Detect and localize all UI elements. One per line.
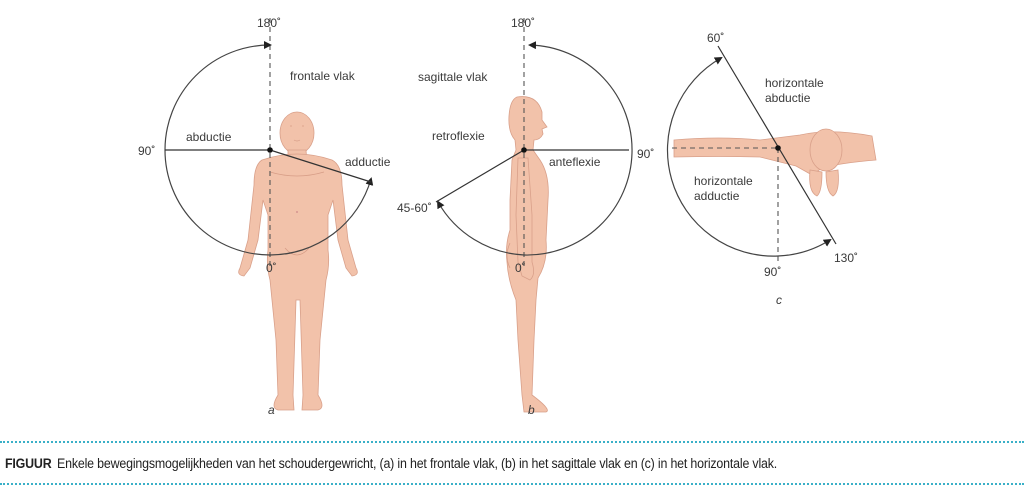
angle-0-label: 0˚ [515, 261, 526, 275]
angle-180-label: 180˚ [511, 16, 535, 30]
anteflexion-label: anteflexie [549, 155, 601, 169]
body-front-illustration [238, 111, 358, 411]
caption-text: Enkele bewegingsmogelijkheden van het sc… [57, 456, 778, 471]
adduction-label: adductie [345, 155, 391, 169]
horizontal-abduction-label-2: abductie [765, 91, 811, 105]
anteflexion-arc [523, 41, 633, 256]
angle-90-label: 90˚ [138, 144, 155, 158]
panel-letter-a: a [268, 403, 275, 417]
body-top-illustration [673, 128, 877, 197]
shoulder-movement-figure: 180˚ 90˚ 0˚ frontale vlak abductie adduc… [138, 16, 877, 417]
angle-130-label: 130˚ [834, 251, 858, 265]
horizontal-adduction-arc [666, 57, 779, 257]
horizontal-adduction-label-1: horizontale [694, 174, 753, 188]
panel-letter-c: c [776, 293, 782, 307]
panel-b-sagittal: 180˚ 90˚ 0˚ 45-60˚ sagittale vlak retrof… [397, 16, 654, 417]
retroflexion-label: retroflexie [432, 129, 485, 143]
plane-label: frontale vlak [290, 69, 356, 83]
abduction-label: abductie [186, 130, 232, 144]
figure-caption: FIGUUR Enkele bewegingsmogelijkheden van … [5, 456, 777, 471]
panel-a-frontal: 180˚ 90˚ 0˚ frontale vlak abductie adduc… [138, 16, 391, 417]
horizontal-adduction-label-2: adductie [694, 189, 740, 203]
panel-c-horizontal: 60˚ 90˚ 130˚ horizontale abductie horizo… [666, 31, 877, 307]
angle-90-label: 90˚ [764, 265, 781, 279]
horizontal-abduction-arc [777, 238, 832, 257]
shoulder-joint-point [775, 145, 781, 151]
caption-top-rule [0, 441, 1024, 443]
plane-label: sagittale vlak [418, 70, 488, 84]
angle-90-label: 90˚ [637, 147, 654, 161]
adduction-arc [269, 177, 374, 256]
shoulder-joint-point [521, 147, 527, 153]
body-side-illustration [506, 96, 549, 413]
angle-45-60-label: 45-60˚ [397, 201, 432, 215]
panel-letter-b: b [528, 403, 535, 417]
caption-tag: FIGUUR [5, 456, 52, 471]
retroflexion-arc [437, 200, 525, 256]
angle-60-label: 60˚ [707, 31, 724, 45]
horizontal-abduction-label-1: horizontale [765, 76, 824, 90]
angle-180-label: 180˚ [257, 16, 281, 30]
shoulder-joint-point [267, 147, 273, 153]
caption-bottom-rule [0, 483, 1024, 485]
angle-0-label: 0˚ [266, 261, 277, 275]
